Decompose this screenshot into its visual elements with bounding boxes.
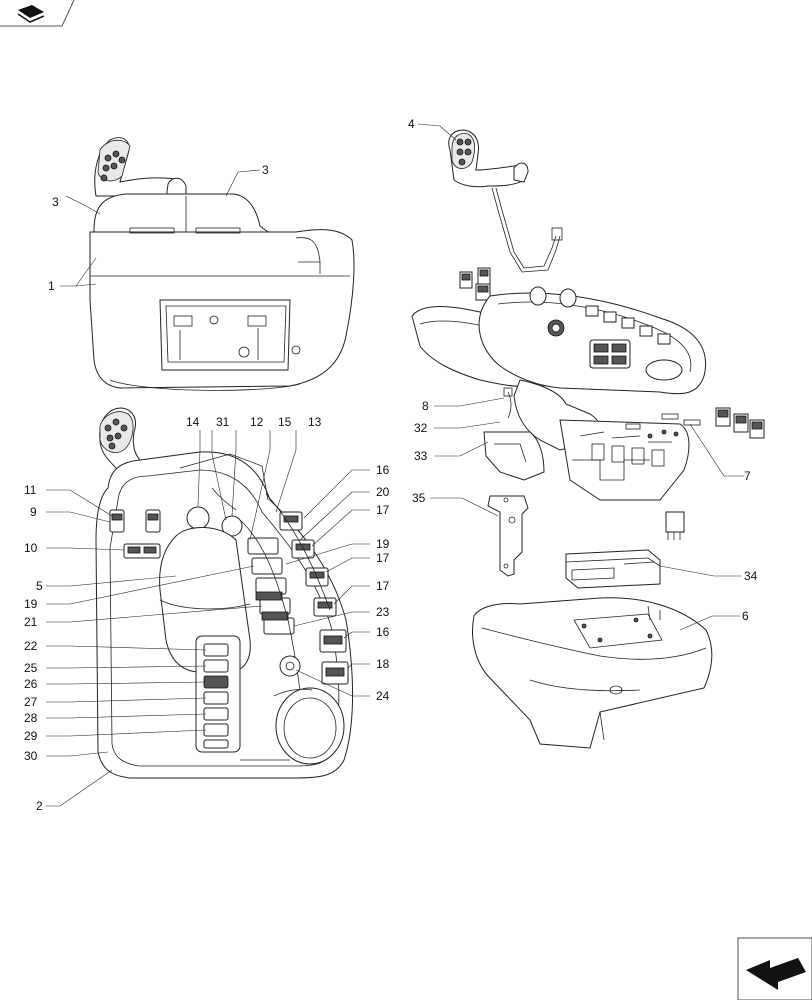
callout-27: 27 — [24, 695, 38, 709]
callout-23: 23 — [376, 605, 390, 619]
callout-28: 28 — [24, 711, 38, 725]
callout-33: 33 — [414, 449, 428, 463]
callout-labels: 1 2 3 3 4 5 6 7 8 9 10 11 12 13 14 15 16… — [24, 117, 758, 813]
callout-12: 12 — [250, 415, 264, 429]
callout-32: 32 — [414, 421, 428, 435]
callout-7: 7 — [744, 469, 751, 483]
callout-17: 17 — [376, 503, 390, 517]
callout-16: 16 — [376, 463, 390, 477]
next-page-arrow-icon[interactable] — [737, 937, 812, 1000]
console-assembly-panel — [95, 407, 354, 779]
callout-18: 18 — [376, 657, 390, 671]
callout-11: 11 — [24, 483, 37, 497]
callout-2: 2 — [36, 799, 43, 813]
callout-22: 22 — [24, 639, 38, 653]
callout-1: 1 — [48, 279, 55, 293]
callout-17: 17 — [376, 579, 390, 593]
console-base — [472, 597, 713, 749]
joystick-harness — [448, 129, 563, 273]
mounting-bracket — [487, 495, 529, 577]
callout-3: 3 — [52, 195, 59, 209]
callout-10: 10 — [24, 541, 38, 555]
leader-lines — [46, 123, 744, 807]
callout-35: 35 — [412, 491, 426, 505]
callout-21: 21 — [24, 615, 38, 629]
callout-29: 29 — [24, 729, 38, 743]
callout-16: 16 — [376, 625, 390, 639]
callout-14: 14 — [186, 415, 200, 429]
callout-30: 30 — [24, 749, 38, 763]
callout-17: 17 — [376, 551, 390, 565]
callout-4: 4 — [408, 117, 415, 131]
callout-24: 24 — [376, 689, 390, 703]
callout-8: 8 — [422, 399, 429, 413]
callout-26: 26 — [24, 677, 38, 691]
callout-3: 3 — [262, 163, 269, 177]
callout-9: 9 — [30, 505, 37, 519]
control-module — [565, 549, 661, 589]
callout-19: 19 — [376, 537, 390, 551]
console-assembly-top — [89, 137, 355, 391]
callout-34: 34 — [744, 569, 758, 583]
callout-5: 5 — [36, 579, 43, 593]
callout-15: 15 — [278, 415, 292, 429]
callout-13: 13 — [308, 415, 322, 429]
callout-31: 31 — [216, 415, 230, 429]
book-navigation-icon[interactable] — [0, 0, 75, 27]
callout-6: 6 — [742, 609, 749, 623]
callout-25: 25 — [24, 661, 38, 675]
callout-19: 19 — [24, 597, 38, 611]
callout-20: 20 — [376, 485, 390, 499]
console-assembly-open — [411, 267, 765, 540]
